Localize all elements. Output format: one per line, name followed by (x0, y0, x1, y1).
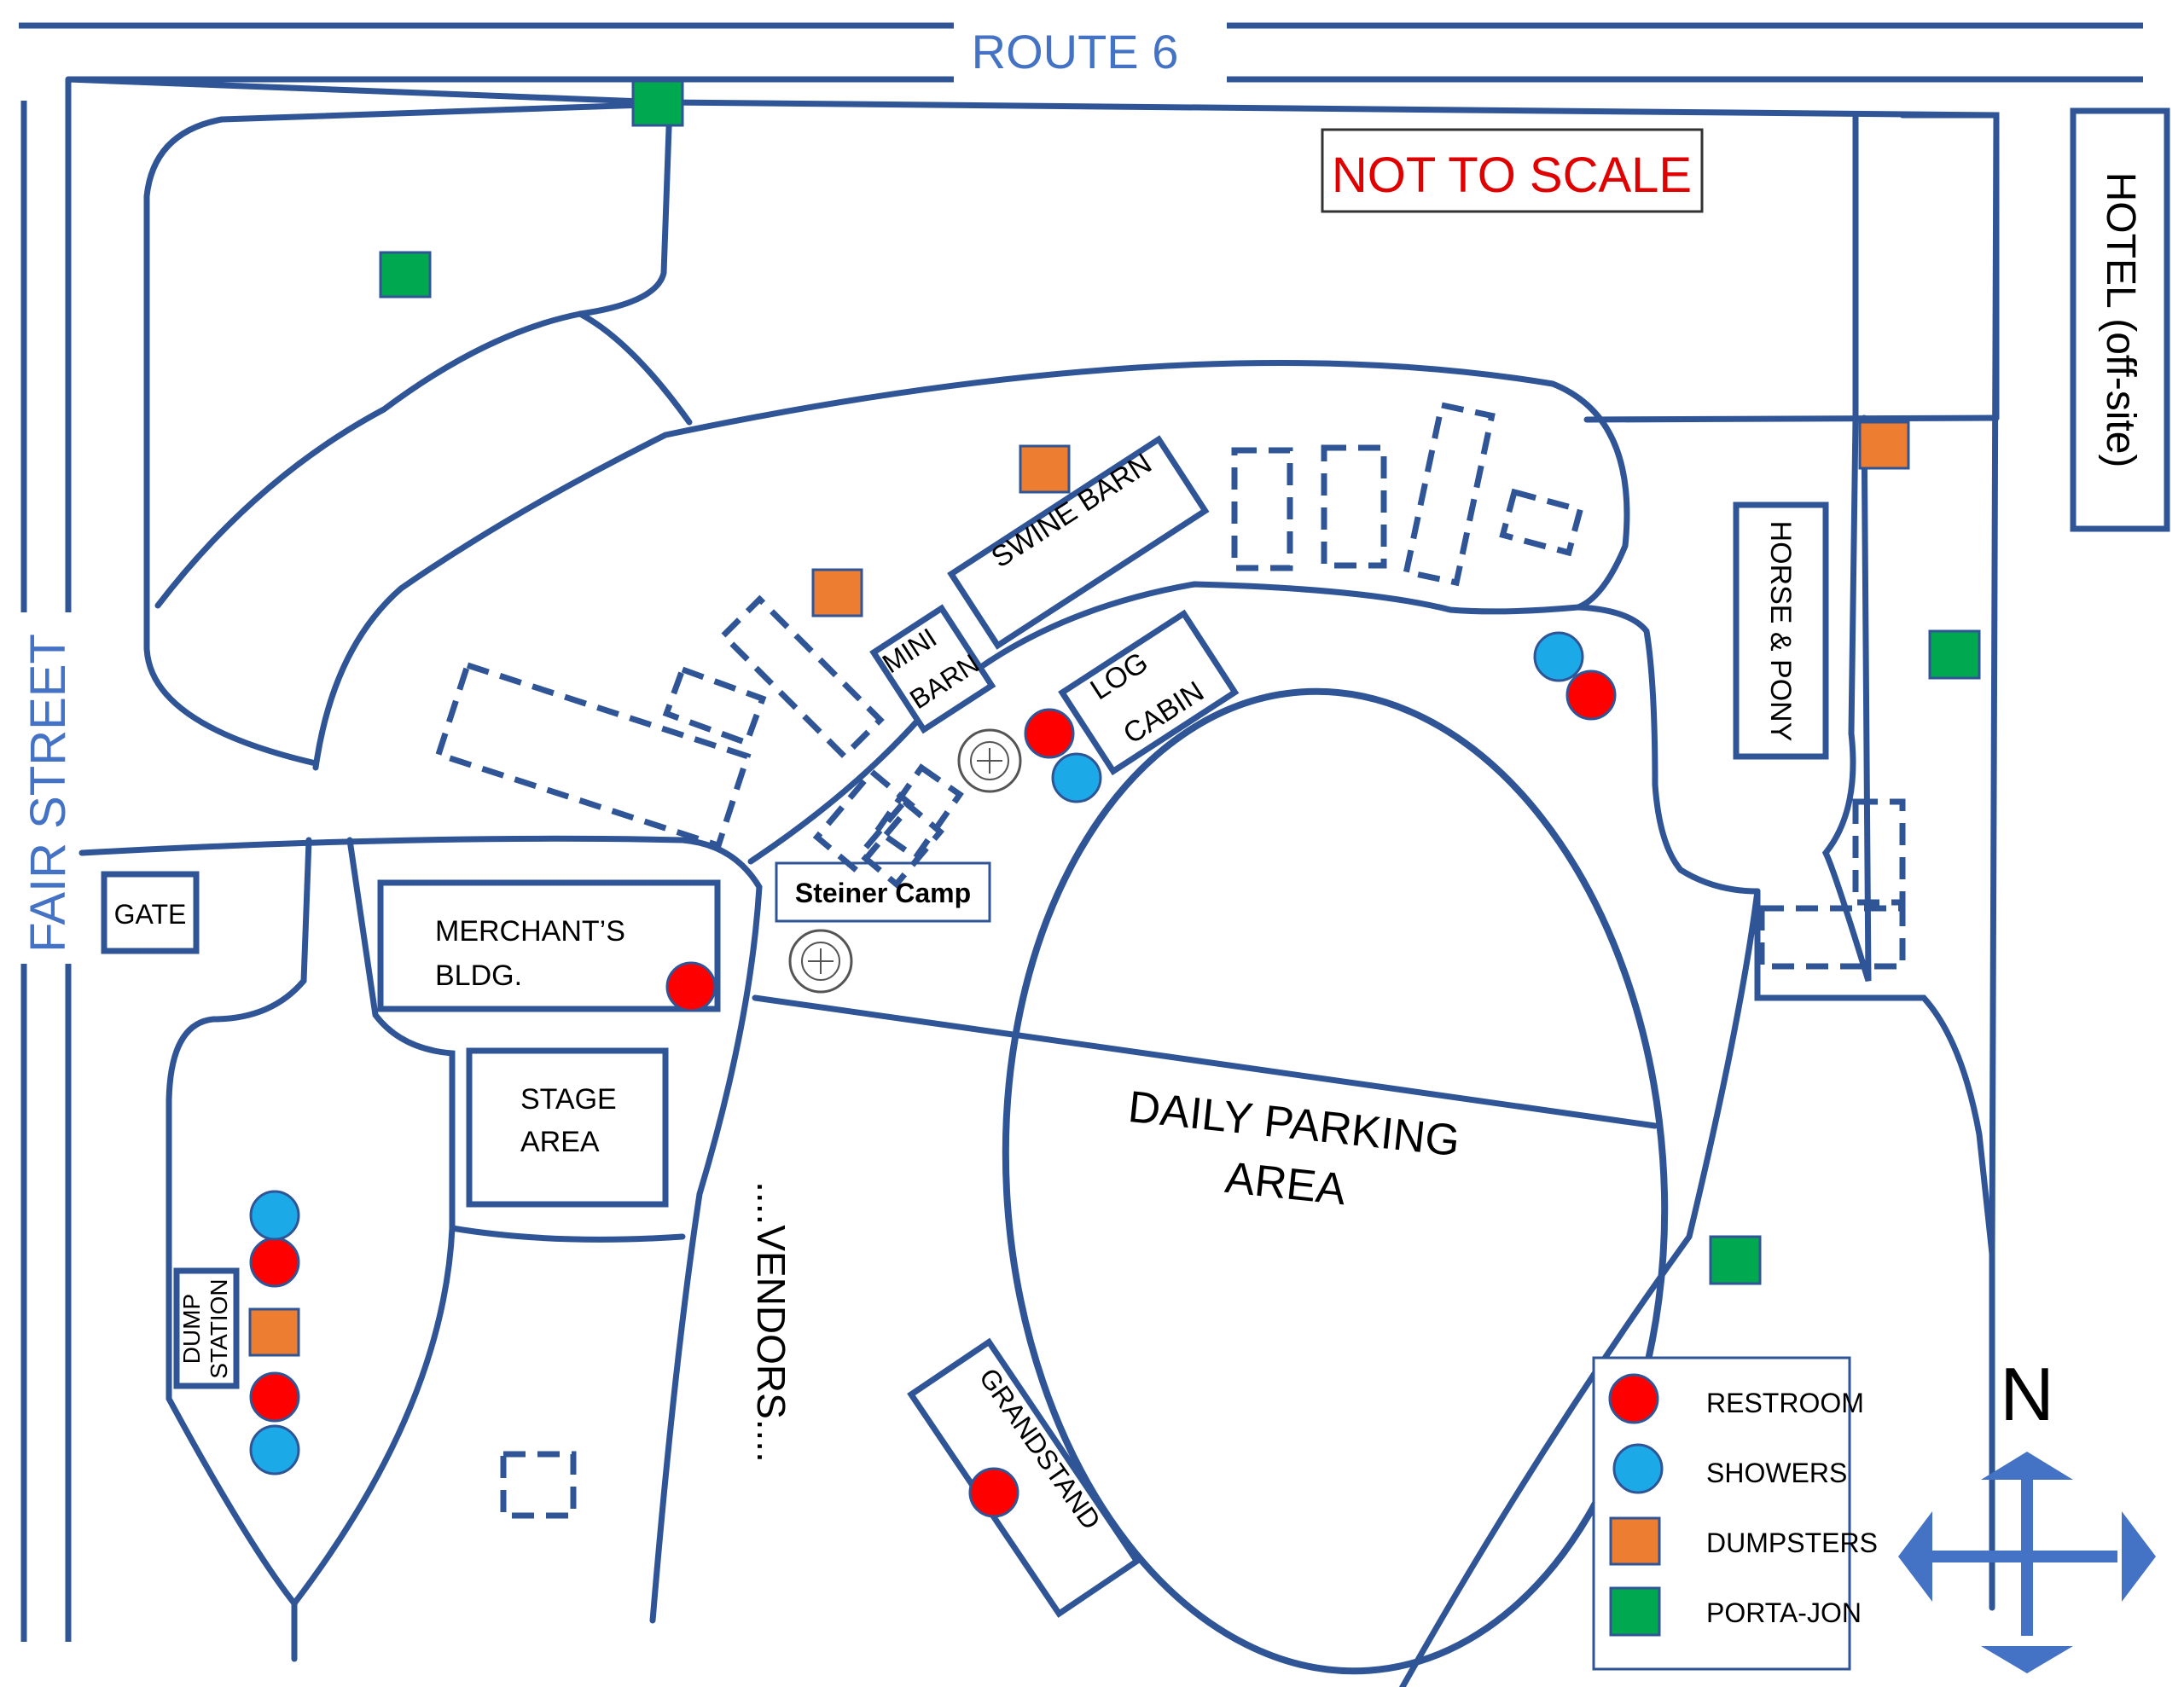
dump-station-label-1: DUMP (178, 1294, 205, 1364)
restroom-icon (1024, 708, 1075, 759)
steiner-camp-box (775, 861, 991, 923)
restroom-icon (665, 961, 717, 1012)
legend-porta-jon-label: PORTA-JON (1706, 1597, 1862, 1628)
dump-station-label-2: STATION (206, 1278, 232, 1378)
porta-jon-markers (379, 79, 1981, 1285)
shower-icon (249, 1190, 300, 1241)
bluegrass-association-logo-icon (788, 929, 853, 994)
swine-barn-building (947, 435, 1210, 650)
daily-parking-label-1: DAILY PARKING (1126, 1082, 1462, 1166)
legend-dumpsters-label: DUMPSTERS (1706, 1528, 1878, 1558)
legend: RESTROOM SHOWERS DUMPSTERS PORTA-JON (1592, 1356, 1878, 1671)
camping-areas (434, 401, 1906, 1519)
hotel-building (2070, 107, 2170, 532)
route-6-label: ROUTE 6 (972, 25, 1179, 78)
north-label: N (2000, 1352, 2054, 1436)
steiner-camp-label: Steiner Camp (795, 878, 971, 908)
dumpster-markers (248, 420, 1910, 1357)
horse-pony-building (1733, 501, 1829, 760)
restroom-icon (1565, 670, 1617, 721)
daily-parking-oval (1002, 687, 1669, 1675)
restroom-icon (968, 1467, 1019, 1518)
not-to-scale-label: NOT TO SCALE (1332, 148, 1692, 203)
dumpster-icon (1019, 444, 1071, 494)
gate-label: GATE (114, 899, 187, 930)
porta-jon-icon (1709, 1235, 1762, 1285)
fair-street-road (20, 79, 72, 1642)
hotel-label: HOTEL (off-site) (2098, 172, 2143, 468)
dumpster-icon (811, 568, 863, 617)
porta-jon-icon (1928, 629, 1981, 680)
shower-markers (249, 631, 1584, 1475)
log-cabin-building (1058, 609, 1240, 776)
legend-dumpsters-icon (1609, 1516, 1661, 1566)
merchants-building (377, 879, 721, 1012)
porta-jon-icon (379, 251, 432, 299)
legend-showers-icon (1612, 1443, 1664, 1494)
vendors-label: ....VENDORS.... (749, 1181, 793, 1463)
restroom-icon (249, 1371, 300, 1423)
legend-porta-jon-icon (1609, 1586, 1661, 1637)
dump-station-building (173, 1267, 240, 1389)
gate-building (101, 871, 200, 954)
legend-restroom-label: RESTROOM (1706, 1388, 1864, 1418)
route-6-road (19, 22, 2143, 83)
shower-icon (1533, 631, 1584, 682)
stage-area-label-1: STAGE (520, 1083, 617, 1116)
not-to-scale-box (1321, 128, 1704, 213)
grandstand-building (907, 1337, 1141, 1618)
buildings (101, 107, 2170, 1618)
fair-street-label: FAIR STREET (20, 634, 76, 953)
internal-roads (65, 76, 2000, 1687)
merchants-label-1: MERCHANT’S (435, 915, 625, 948)
restroom-markers (249, 670, 1617, 1518)
restroom-icon (249, 1237, 300, 1288)
shower-icon (249, 1424, 300, 1475)
horse-pony-label: HORSE & PONY (1764, 521, 1797, 742)
dumpster-icon (248, 1307, 300, 1357)
dumpster-icon (1858, 420, 1910, 470)
daily-parking-label-2: AREA (1223, 1153, 1348, 1215)
stage-area-building (466, 1047, 669, 1208)
bluegrass-association-logo-icon (957, 728, 1022, 793)
mini-barn-building (869, 604, 996, 734)
stage-area-label-2: AREA (520, 1126, 600, 1158)
shower-icon (1051, 752, 1102, 803)
compass-arrows-icon (1898, 1452, 2156, 1673)
legend-showers-label: SHOWERS (1706, 1458, 1847, 1488)
legend-restroom-icon (1608, 1373, 1659, 1424)
merchants-label-2: BLDG. (435, 959, 522, 992)
porta-jon-icon (631, 79, 684, 127)
